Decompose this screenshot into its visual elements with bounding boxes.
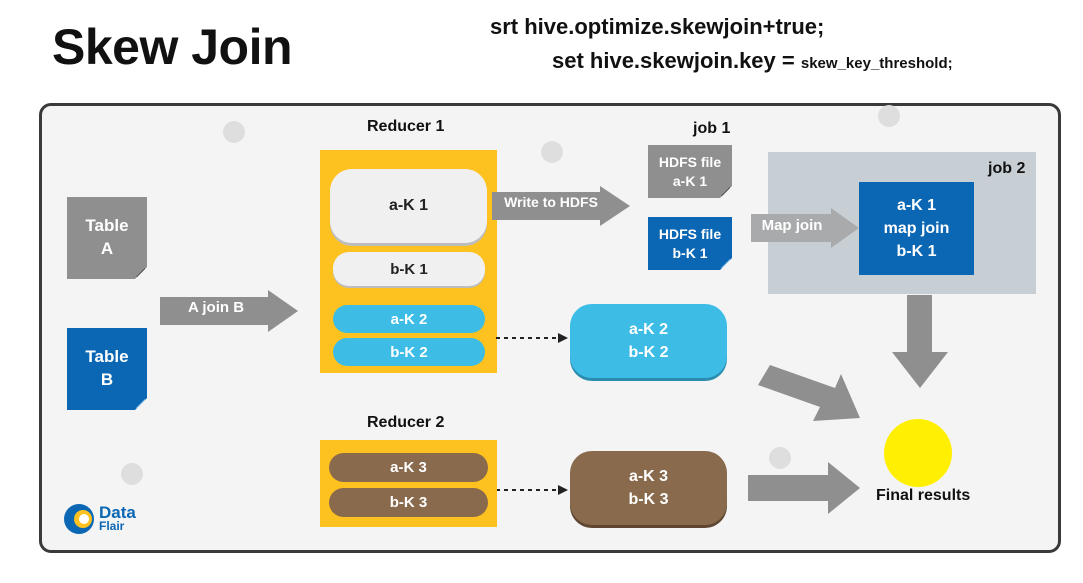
final-results-label: Final results (876, 487, 971, 504)
reducer-1-item: a-K 2 (333, 305, 485, 333)
reducer-2-item: a-K 3 (329, 453, 488, 482)
logo-line2: Flair (99, 519, 125, 534)
map-join-arrow (751, 208, 859, 248)
dashed-arrow-k3 (496, 485, 568, 495)
reducer-2-title: Reducer 2 (367, 414, 445, 431)
hdfs-file-b-line2: b-K 1 (672, 244, 708, 261)
table-a-label-line1: Table (85, 216, 129, 236)
map-join-box-line1: a-K 1 (896, 196, 937, 214)
table-a-document: Table A (67, 197, 147, 279)
arrow-diagonal-icon (758, 365, 860, 421)
logo-line1: Data (99, 503, 136, 523)
reducer-1-title: Reducer 1 (367, 118, 445, 135)
skewjoin-command-2-main: set hive.skewjoin.key = (552, 48, 795, 73)
output-k2-line1: a-K 2 (628, 320, 669, 338)
arrow-right-icon (748, 462, 860, 514)
job-1-title: job 1 (693, 120, 731, 137)
skewjoin-command-2-value: skew_key_threshold; (800, 55, 953, 72)
map-join-box-line2: map join (883, 219, 950, 237)
a-join-b-arrow (160, 290, 298, 332)
write-to-hdfs-arrow (492, 186, 630, 226)
page-fold-icon (721, 259, 730, 268)
page-title: Skew Join (52, 19, 293, 75)
reducer-1-item: b-K 1 (333, 252, 485, 286)
hdfs-file-b-document: HDFS file b-K 1 (648, 217, 732, 270)
output-k3-box: a-K 3 b-K 3 (570, 451, 727, 525)
map-join-box-line3: b-K 1 (896, 243, 937, 261)
dataflair-logo-icon (64, 504, 94, 534)
reducer-1-item: b-K 2 (333, 338, 485, 366)
reducer-2-item: b-K 3 (329, 488, 488, 517)
hdfs-file-a-line1: HDFS file (658, 153, 722, 170)
arrow-down-from-job2 (892, 295, 948, 388)
hdfs-file-a-document: HDFS file a-K 1 (648, 145, 732, 198)
hdfs-file-b-line1: HDFS file (658, 225, 722, 242)
write-to-hdfs-label: Write to HDFS (504, 194, 598, 210)
output-k3-line1: a-K 3 (628, 467, 669, 485)
output-k2-box: a-K 2 b-K 2 (570, 304, 727, 378)
table-b-document: Table B (67, 328, 147, 410)
reducer-1-item: a-K 1 (330, 169, 487, 243)
page-fold-icon (136, 399, 145, 408)
table-a-label-line2: A (100, 239, 114, 258)
page-fold-icon (721, 187, 730, 196)
page-fold-icon (136, 268, 145, 277)
dataflair-logo: Data Flair (62, 502, 136, 536)
final-arrows (748, 365, 860, 514)
job-2-title: job 2 (988, 160, 1026, 177)
map-join-label: Map join (761, 217, 823, 234)
output-k3-line2: b-K 3 (628, 491, 669, 508)
a-join-b-label: A join B (187, 299, 245, 316)
map-join-box: a-K 1 map join b-K 1 (859, 182, 974, 275)
skewjoin-command-1: srt hive.optimize.skewjoin+true; (490, 14, 825, 39)
skewjoin-command-2: set hive.skewjoin.key = skew_key_thresho… (552, 48, 953, 74)
table-b-label-line2: B (100, 370, 114, 389)
output-k2-line2: b-K 2 (628, 344, 669, 361)
hdfs-file-a-line2: a-K 1 (672, 172, 708, 189)
table-b-label-line1: Table (85, 347, 129, 367)
dashed-arrow-k2 (496, 333, 568, 343)
final-results-circle (884, 419, 952, 487)
